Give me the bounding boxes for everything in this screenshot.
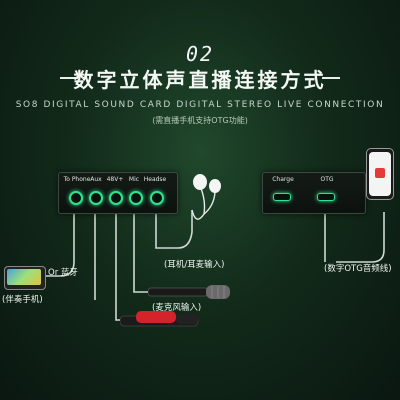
title-row: 数字立体声直播连接方式 xyxy=(0,64,400,92)
sound-card-device: To Phone Aux 48V+ Mic Headse xyxy=(58,172,178,214)
section-number: 02 xyxy=(185,42,215,66)
port-label-otg: OTG xyxy=(320,176,334,183)
port-label-headset: Headse xyxy=(143,176,167,183)
headphones-caption: (耳机/耳麦输入) xyxy=(164,260,225,270)
port-label-aux: Aux xyxy=(90,176,102,183)
page-title: 数字立体声直播连接方式 xyxy=(73,68,327,92)
or-bluetooth-caption: Or 蓝牙 xyxy=(48,268,78,278)
jack-to-phone xyxy=(69,191,83,205)
condenser-mic-icon xyxy=(120,311,199,327)
accompaniment-phone-caption: (伴奏手机) xyxy=(2,295,43,305)
otg-cable-caption: (数字OTG音频线) xyxy=(324,264,392,274)
live-phone-screen xyxy=(369,152,391,196)
port-label-charge: Charge xyxy=(272,176,294,183)
title-dash-right xyxy=(322,77,340,79)
accompaniment-phone-icon xyxy=(4,266,46,290)
microphone-icon xyxy=(148,285,230,299)
jack-aux xyxy=(89,191,103,205)
jack-48v xyxy=(109,191,123,205)
usb-port-charge xyxy=(273,193,291,201)
otg-device: Charge OTG xyxy=(262,172,366,214)
app-icon xyxy=(375,168,385,178)
usb-port-otg xyxy=(317,193,335,201)
title-dash-left xyxy=(60,77,78,79)
jack-headset xyxy=(150,191,164,205)
microphone-caption: (麦克风输入) xyxy=(152,303,202,313)
phone-screen xyxy=(7,269,41,285)
jack-mic xyxy=(129,191,143,205)
page-subtitle: SO8 DIGITAL SOUND CARD DIGITAL STEREO LI… xyxy=(15,100,385,110)
port-label-48v: 48V+ xyxy=(106,176,124,183)
port-label-to-phone: To Phone xyxy=(63,176,91,183)
earphones-icon xyxy=(193,174,221,193)
live-phone-icon xyxy=(366,148,394,200)
port-label-mic: Mic xyxy=(128,176,140,183)
otg-note: (需直播手机支持OTG功能) xyxy=(152,116,248,125)
